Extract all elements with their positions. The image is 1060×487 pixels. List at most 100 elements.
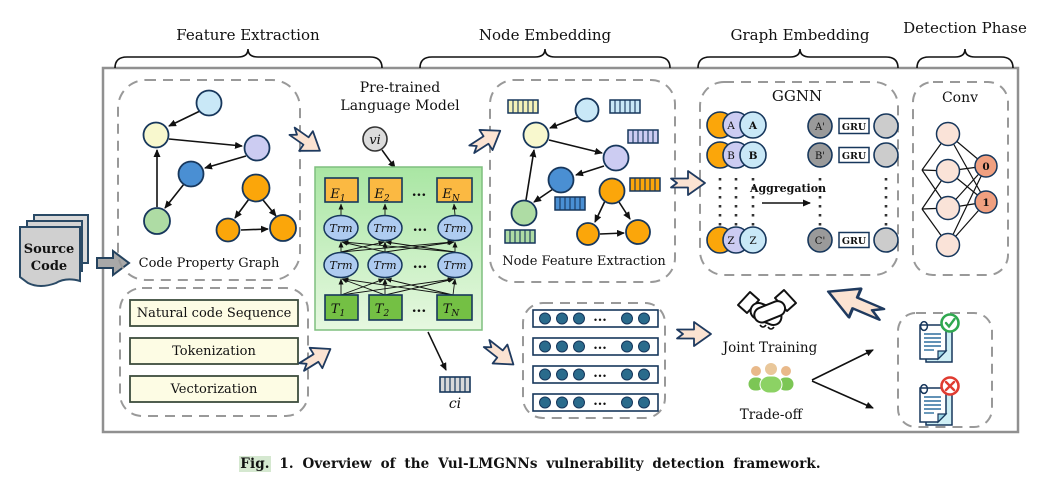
pretrained-language-model: Pre-trained Language Model vi E1 E2 EN .… xyxy=(314,80,483,331)
embedding-ellipsis: ... xyxy=(412,184,427,200)
svg-text:...: ... xyxy=(593,394,607,409)
figure-caption: Fig. 1. Overview of the Vul-LMGNNs vulne… xyxy=(0,456,1060,472)
result-docs-box xyxy=(897,312,993,428)
vi-node xyxy=(362,126,388,152)
svg-text:1: 1 xyxy=(982,197,989,209)
result-fork-arrows xyxy=(811,349,874,409)
section-braces xyxy=(114,48,1014,69)
cpg-node-purple xyxy=(243,134,271,162)
check-icon xyxy=(940,313,960,333)
svg-text:...: ... xyxy=(593,310,607,325)
plm-title-line1: Pre-trained xyxy=(360,80,441,96)
svg-text:B: B xyxy=(727,150,735,162)
source-code-line2: Code xyxy=(31,259,67,274)
tokenization-box xyxy=(129,337,299,365)
svg-text:GRU: GRU xyxy=(842,236,867,247)
cpg-label: Code Property Graph xyxy=(139,256,280,271)
cpg-node-orange-top xyxy=(241,173,271,203)
ggnn-left-clusters xyxy=(706,111,767,254)
svg-text:A: A xyxy=(726,120,735,132)
token-matrix-box: ... ... ... ... xyxy=(522,302,666,419)
brace-node-embedding xyxy=(419,48,671,69)
svg-text:B: B xyxy=(749,150,758,162)
trade-off: Trade-off xyxy=(740,362,804,423)
svg-text:TN: TN xyxy=(443,302,461,319)
section-label-node-embedding: Node Embedding xyxy=(479,26,612,44)
cpg-node-yellow xyxy=(142,121,170,149)
vi-to-plm-arrow xyxy=(381,149,396,169)
plm-title-line2: Language Model xyxy=(340,98,460,114)
svg-text:0: 0 xyxy=(982,161,989,173)
nfe-feature-vectors xyxy=(504,99,661,244)
code-pipeline-box: Natural code Sequence Tokenization Vecto… xyxy=(119,287,309,417)
svg-text:Trm: Trm xyxy=(329,222,352,235)
cpg-node-green xyxy=(143,207,171,235)
svg-text:Trm: Trm xyxy=(443,259,466,272)
source-to-cpg-arrow-icon xyxy=(96,249,131,277)
vi-label: vi xyxy=(369,133,381,148)
svg-text:...: ... xyxy=(593,366,607,381)
fig-number: 1. xyxy=(279,456,294,472)
svg-text:Z: Z xyxy=(749,235,756,247)
doc-vulnerable-icon xyxy=(919,376,960,426)
plm-token-row: T1 T2 TN ... xyxy=(324,294,473,321)
section-label-feature-extraction: Feature Extraction xyxy=(176,26,320,44)
svg-text:E1: E1 xyxy=(329,187,345,204)
svg-text:A': A' xyxy=(814,122,825,133)
svg-text:E2: E2 xyxy=(373,187,390,204)
joint-training: Joint Training xyxy=(721,289,818,356)
svg-text:T2: T2 xyxy=(375,302,390,319)
conv-output-nodes: 0 1 xyxy=(974,154,998,214)
framework-diagram: Feature Extraction Node Embedding Graph … xyxy=(19,19,1027,434)
natural-code-sequence-label: Natural code Sequence xyxy=(137,306,292,321)
natural-code-sequence-box xyxy=(129,299,299,327)
svg-text:Trm: Trm xyxy=(373,222,396,235)
ggnn-right-rows: A' B' C' GRU GRU GRU xyxy=(807,113,899,253)
cpg-node-blue xyxy=(177,160,205,188)
svg-text:EN: EN xyxy=(441,187,461,204)
conv-input-nodes xyxy=(935,121,961,258)
cpg-node-orange-right xyxy=(269,214,297,242)
svg-text:...: ... xyxy=(412,300,427,316)
caption-text: Overview of the Vul-LMGNNs vulnerability… xyxy=(302,456,821,472)
aggregation-label: Aggregation xyxy=(749,182,826,195)
svg-text:...: ... xyxy=(413,256,428,272)
vectorization-box xyxy=(129,375,299,403)
handshake-icon xyxy=(737,289,797,330)
svg-text:T1: T1 xyxy=(331,302,345,319)
svg-text:C': C' xyxy=(815,236,825,247)
section-label-graph-embedding: Graph Embedding xyxy=(730,26,869,44)
section-label-detection-phase: Detection Phase xyxy=(903,19,1027,37)
ggnn-title: GGNN xyxy=(772,87,822,105)
people-icon xyxy=(747,362,795,394)
svg-text:Trm: Trm xyxy=(329,259,352,272)
plm-connections xyxy=(338,203,458,296)
svg-text:Trm: Trm xyxy=(373,259,396,272)
cpg-edges xyxy=(153,110,277,233)
tokenization-label: Tokenization xyxy=(172,344,256,359)
trade-off-label: Trade-off xyxy=(740,407,804,423)
svg-text:Trm: Trm xyxy=(443,222,466,235)
svg-text:GRU: GRU xyxy=(842,151,867,162)
source-code-icon: Source Code xyxy=(19,214,89,287)
conv-title: Conv xyxy=(942,90,978,106)
cpg-node-lightblue xyxy=(195,89,223,117)
svg-text:GRU: GRU xyxy=(842,122,867,133)
doc-safe-icon xyxy=(919,313,960,363)
plm-to-ci-arrow xyxy=(427,331,447,371)
conv-box: Conv 0 1 xyxy=(912,81,1009,276)
svg-text:Z: Z xyxy=(727,235,734,247)
svg-text:...: ... xyxy=(593,338,607,353)
nfe-label: Node Feature Extraction xyxy=(502,254,666,269)
nfe-nodes xyxy=(510,97,651,246)
code-property-graph-box: Code Property Graph xyxy=(117,79,301,281)
cpg-node-orange-left xyxy=(215,217,241,243)
ci-label: ci xyxy=(449,396,461,412)
brace-feature-extraction xyxy=(114,48,383,69)
ci-vector: ci xyxy=(439,376,471,412)
svg-text:...: ... xyxy=(413,219,428,235)
joint-training-label: Joint Training xyxy=(721,340,818,356)
